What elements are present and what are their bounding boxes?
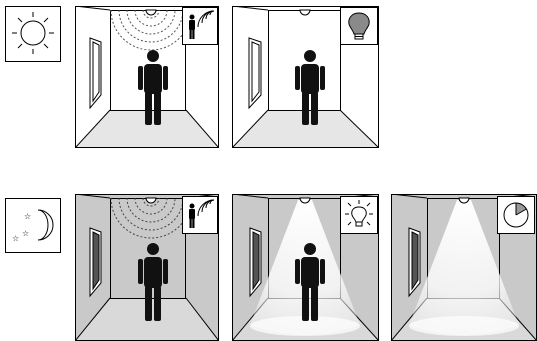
svg-text:☆: ☆	[12, 234, 19, 243]
bulb-off-icon	[341, 8, 378, 45]
timer-icon	[498, 197, 535, 234]
motion-sensor-person-icon	[183, 8, 218, 45]
day-condition-box	[6, 7, 61, 62]
svg-text:☆: ☆	[24, 212, 31, 221]
night-condition-box: ☆ ☆ ☆	[6, 199, 61, 253]
svg-text:☆: ☆	[22, 229, 29, 238]
bulb-on-icon	[341, 197, 378, 234]
motion-sensor-person-icon	[183, 197, 218, 234]
